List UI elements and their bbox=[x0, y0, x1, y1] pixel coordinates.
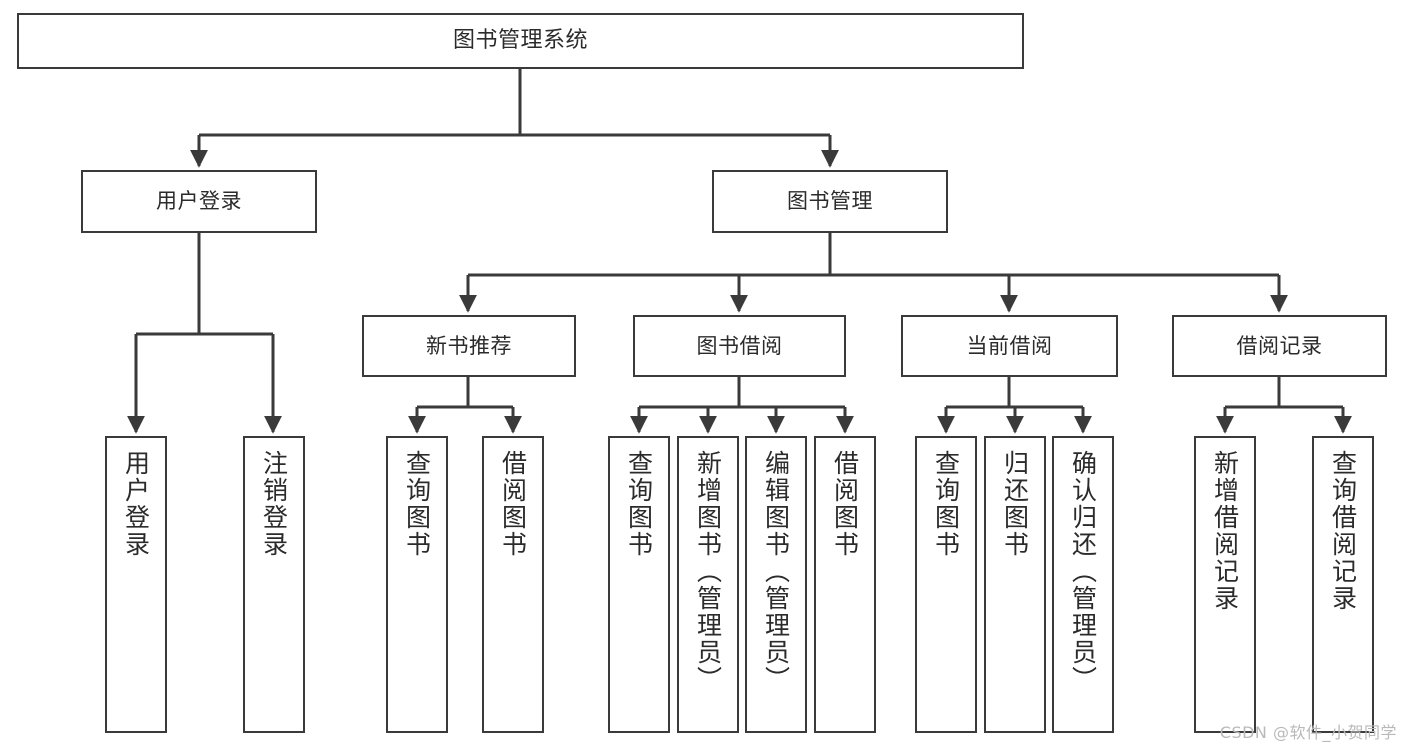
node-user-login[interactable]: 用户登录 bbox=[81, 170, 317, 233]
leaf-user-login-logout[interactable]: 注销登录 bbox=[243, 436, 305, 733]
node-label: 借阅记录 bbox=[1236, 333, 1323, 358]
leaf-record-add-record[interactable]: 新增借阅记录 bbox=[1194, 436, 1256, 733]
node-label: 查询图书 bbox=[931, 450, 961, 558]
node-label: 确认归还（管理员） bbox=[1068, 450, 1098, 693]
node-label: 借阅图书 bbox=[498, 450, 528, 558]
node-label: 图书管理 bbox=[787, 189, 873, 214]
node-label: 用户登录 bbox=[156, 189, 242, 214]
node-label: 新增借阅记录 bbox=[1210, 450, 1240, 612]
leaf-new-book-borrow[interactable]: 借阅图书 bbox=[482, 436, 544, 733]
node-book-management[interactable]: 图书管理 bbox=[712, 170, 948, 233]
node-label: 查询借阅记录 bbox=[1328, 450, 1358, 612]
leaf-current-query-book[interactable]: 查询图书 bbox=[915, 436, 977, 733]
node-label: 图书管理系统 bbox=[452, 28, 588, 54]
leaf-new-book-query[interactable]: 查询图书 bbox=[386, 436, 448, 733]
leaf-current-return-book[interactable]: 归还图书 bbox=[984, 436, 1046, 733]
node-label: 新书推荐 bbox=[426, 333, 512, 358]
node-label: 借阅图书 bbox=[830, 450, 860, 558]
node-label: 查询图书 bbox=[402, 450, 432, 558]
node-root-book-management-system[interactable]: 图书管理系统 bbox=[17, 13, 1024, 69]
leaf-borrow-edit-book-admin[interactable]: 编辑图书（管理员） bbox=[745, 436, 807, 733]
node-borrowing-record[interactable]: 借阅记录 bbox=[1172, 315, 1387, 377]
leaf-borrow-query-book[interactable]: 查询图书 bbox=[608, 436, 670, 733]
node-label: 新增图书（管理员） bbox=[693, 450, 723, 693]
leaf-record-query-record[interactable]: 查询借阅记录 bbox=[1312, 436, 1374, 733]
watermark-text: CSDN @软件_小贺同学 bbox=[1219, 723, 1397, 742]
node-label: 注销登录 bbox=[259, 450, 289, 558]
node-current-borrowing[interactable]: 当前借阅 bbox=[901, 315, 1118, 377]
node-label: 图书借阅 bbox=[696, 333, 783, 358]
node-label: 查询图书 bbox=[624, 450, 654, 558]
leaf-borrow-add-book-admin[interactable]: 新增图书（管理员） bbox=[677, 436, 739, 733]
node-label: 编辑图书（管理员） bbox=[761, 450, 791, 693]
leaf-borrow-borrow-book[interactable]: 借阅图书 bbox=[814, 436, 876, 733]
node-label: 用户登录 bbox=[121, 450, 151, 558]
leaf-current-confirm-return-admin[interactable]: 确认归还（管理员） bbox=[1052, 436, 1114, 733]
node-label: 归还图书 bbox=[1000, 450, 1030, 558]
leaf-user-login-login[interactable]: 用户登录 bbox=[105, 436, 167, 733]
node-label: 当前借阅 bbox=[966, 333, 1053, 358]
node-new-book-recommendation[interactable]: 新书推荐 bbox=[362, 315, 576, 377]
node-book-borrowing[interactable]: 图书借阅 bbox=[633, 315, 846, 377]
